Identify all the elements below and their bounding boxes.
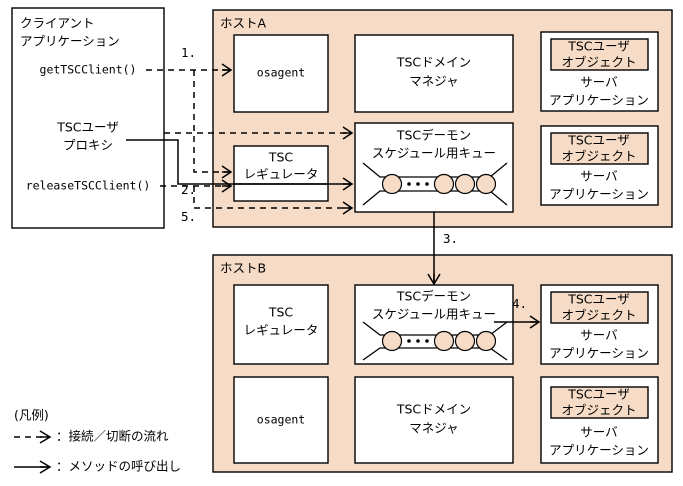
host-b-tsc-user-object-2-box	[550, 386, 649, 419]
flow-arrow-3-host-a-to-host-b	[427, 212, 441, 286]
host-a-tsc-user-object-2-line2: オブジェクト	[561, 149, 636, 164]
legend-solid-label: ：メソッドの呼び出し	[56, 459, 181, 474]
client-application-title-line1: クライアント	[20, 16, 95, 31]
host-a-server-app-2-line1: サーバ	[580, 169, 617, 184]
host-a-domain-manager-box	[354, 34, 514, 113]
flow-arrow-4-queue-to-user-object	[494, 315, 541, 329]
host-b-tsc-user-object-1-box	[550, 291, 649, 324]
legend-dashed-label: ：接続／切断の流れ	[56, 429, 169, 444]
step-4-label: 4.	[512, 296, 527, 311]
legend-dashed-arrow-icon	[14, 430, 52, 444]
host-b-osagent-label: osagent	[257, 413, 305, 427]
host-b-tsc-user-object-1-line2: オブジェクト	[561, 308, 636, 323]
tsc-user-proxy-label-line1: TSCユーザ	[56, 120, 119, 135]
host-b-tsc-user-object-2-line1: TSCユーザ	[567, 387, 630, 402]
host-a-regulator-label-line2: レギュレータ	[244, 167, 319, 182]
host-b-queue-funnel	[362, 321, 508, 361]
flow-arrow-to-daemon-queue-top	[164, 126, 354, 140]
tsc-user-proxy-label-line2: プロキシ	[63, 138, 113, 153]
step-3-label: 3.	[443, 231, 458, 246]
host-a-daemon-label-line1: TSCデーモン	[396, 128, 471, 143]
host-b-daemon-label-line1: TSCデーモン	[396, 289, 471, 304]
host-b-daemon-label-line2: スケジュール用キュー	[372, 307, 496, 322]
flow-arrow-1-branch-to-regulator	[193, 70, 233, 179]
get-tsc-client-method-label: getTSCClient()	[40, 63, 137, 77]
host-a-tsc-user-object-1-line2: オブジェクト	[561, 55, 636, 70]
host-a-daemon-label-line2: スケジュール用キュー	[372, 146, 496, 161]
host-a-server-app-2-line2: アプリケーション	[549, 187, 649, 202]
host-a-tsc-user-object-2-box	[550, 132, 649, 165]
host-a-tsc-user-object-2-line1: TSCユーザ	[567, 133, 630, 148]
host-b-server-app-1-line2: アプリケーション	[549, 346, 649, 361]
host-b-tsc-user-object-2-line2: オブジェクト	[561, 403, 636, 418]
host-a-osagent-label: osagent	[257, 66, 305, 80]
host-b-osagent-box	[233, 376, 329, 464]
host-a-domain-manager-label-line2: マネジャ	[409, 74, 458, 89]
host-a-domain-manager-label-line1: TSCドメイン	[396, 55, 471, 70]
host-b-domain-manager-label-line2: マネジャ	[409, 421, 458, 436]
flow-arrow-1-get-tsc-client	[146, 63, 233, 77]
flow-arrow-5-branch-to-daemon	[193, 186, 354, 215]
host-b-server-app-2-line1: サーバ	[580, 425, 617, 440]
host-a-tsc-user-object-1-box	[550, 38, 649, 71]
legend-solid-arrow-icon	[14, 460, 52, 474]
step-5-label: 5.	[181, 209, 196, 224]
host-a-label: ホストA	[220, 16, 267, 31]
host-b-server-app-2-line2: アプリケーション	[549, 443, 649, 458]
host-a-tsc-user-object-1-line1: TSCユーザ	[567, 39, 630, 54]
host-b-queue-items	[381, 330, 497, 352]
host-b-domain-manager-box	[354, 376, 514, 464]
client-application-title-line2: アプリケーション	[20, 34, 120, 49]
host-b-server-app-1-line1: サーバ	[580, 328, 617, 343]
host-b-label: ホストB	[220, 261, 266, 276]
step-1-label: 1.	[181, 45, 196, 60]
host-a-regulator-label-line1: TSC	[268, 150, 294, 165]
host-a-queue-funnel	[362, 162, 508, 206]
client-application-box	[11, 7, 165, 229]
host-a-queue-items	[381, 173, 497, 195]
legend-title: (凡例)	[14, 408, 49, 423]
host-b-tsc-user-object-1-line1: TSCユーザ	[567, 292, 630, 307]
host-a-regulator-box	[233, 145, 329, 202]
release-tsc-client-method-label: releaseTSCClient()	[26, 179, 151, 193]
host-a-daemon-queue-box	[354, 122, 514, 213]
host-a-server-app-1-line2: アプリケーション	[549, 93, 649, 108]
host-b-regulator-box	[233, 284, 329, 365]
host-a-osagent-box	[233, 34, 329, 113]
host-b-regulator-label-line1: TSC	[268, 305, 294, 320]
host-b-domain-manager-label-line1: TSCドメイン	[396, 402, 471, 417]
host-a-server-app-1-line1: サーバ	[580, 75, 617, 90]
host-b-regulator-label-line2: レギュレータ	[244, 323, 319, 338]
